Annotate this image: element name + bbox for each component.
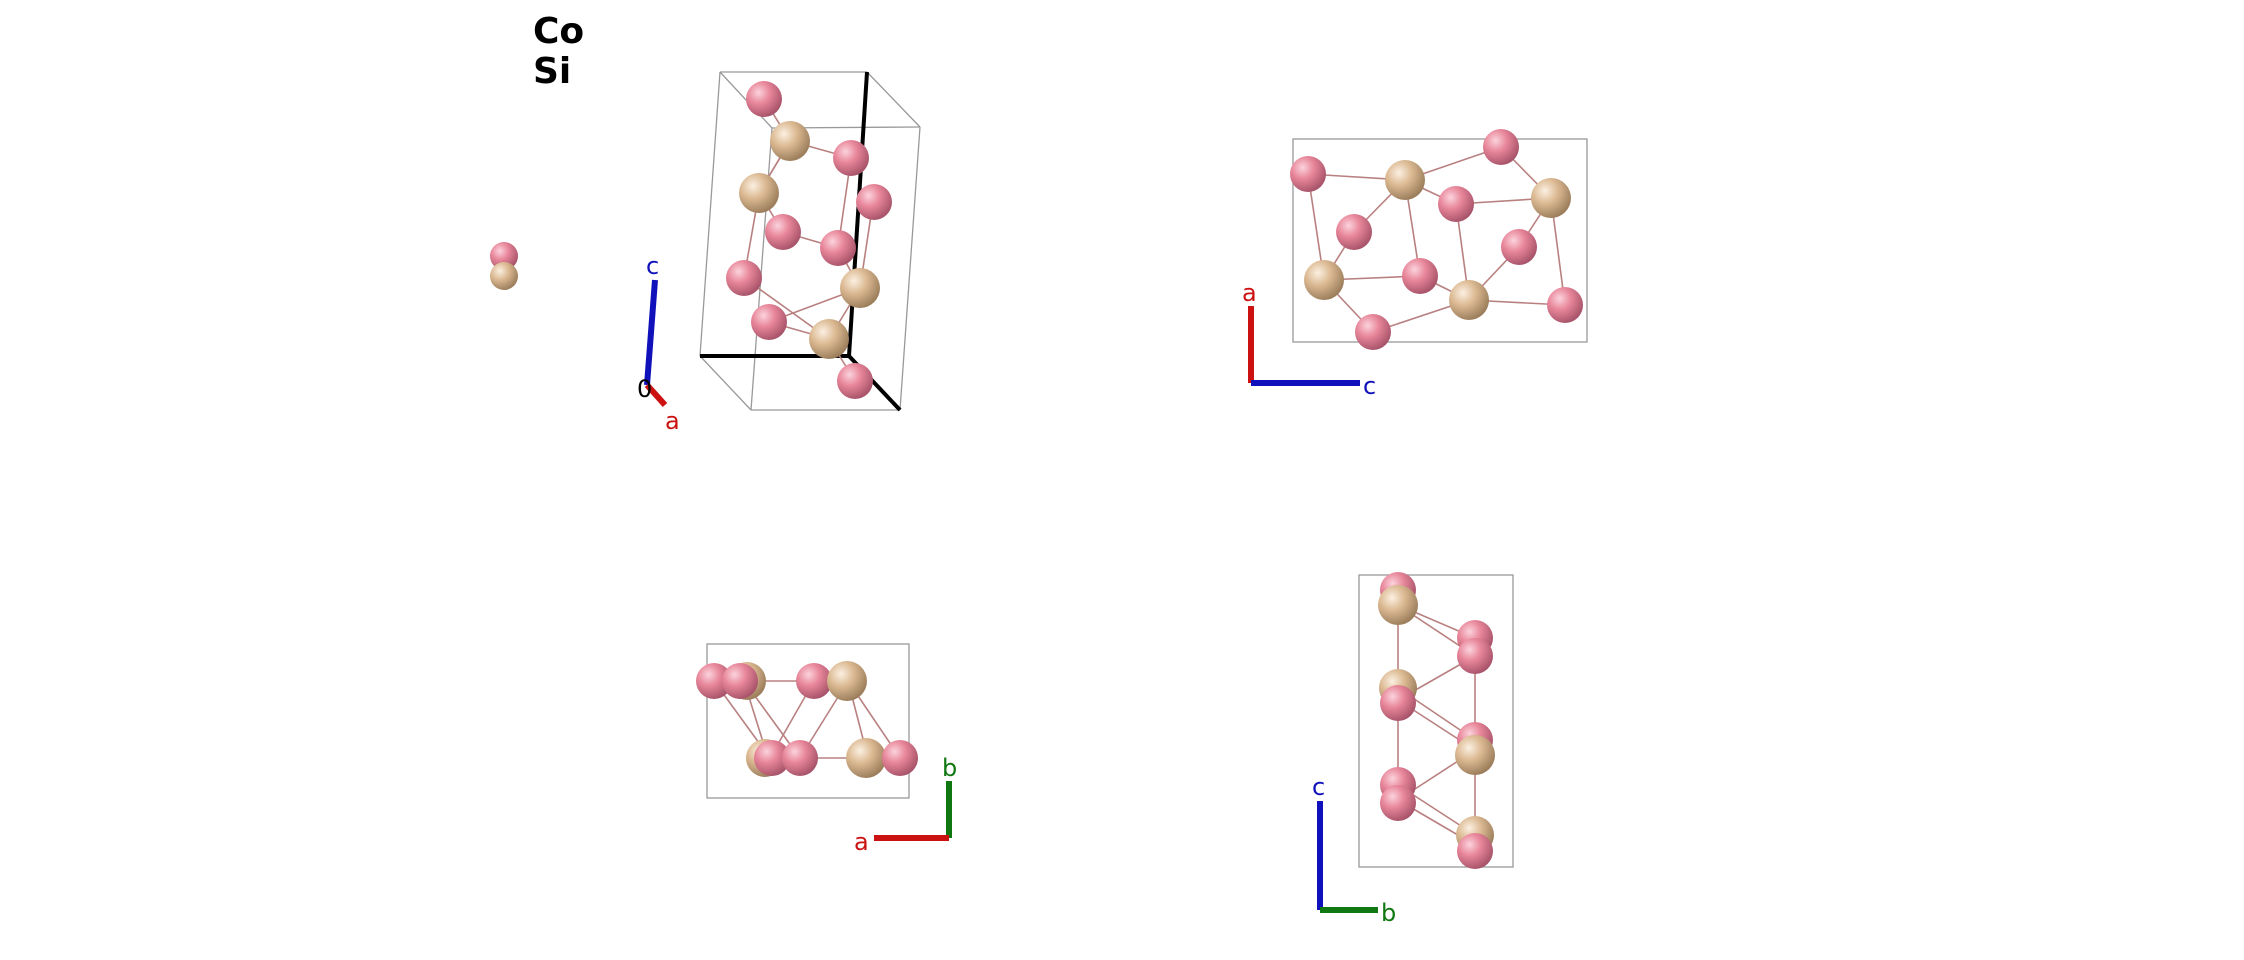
atom-co <box>754 740 790 776</box>
atom-co <box>882 740 918 776</box>
atom-si <box>1449 280 1489 320</box>
atom-si <box>1531 178 1571 218</box>
legend-swatch-si <box>490 262 518 290</box>
view-along-a: c b <box>1312 572 1514 927</box>
atoms <box>696 661 918 778</box>
legend-label-co: Co <box>533 11 584 52</box>
axis-c-line <box>644 279 658 386</box>
axis-a-label: a <box>665 407 680 435</box>
axis-a-label: a <box>1242 279 1257 307</box>
atom-co <box>1457 638 1493 674</box>
element-legend: Co Si <box>490 11 584 290</box>
unit-cell-outline <box>1358 574 1514 868</box>
atom-co <box>1501 229 1537 265</box>
axis-b-label: b <box>942 754 957 782</box>
axis-a-label: a <box>854 828 869 856</box>
axis-c-label: c <box>1363 372 1376 400</box>
unit-cell-outline <box>699 71 921 412</box>
atom-co <box>765 214 801 250</box>
atom-si <box>739 173 779 213</box>
atom-si <box>1304 260 1344 300</box>
legend-swatch-co <box>490 242 518 270</box>
atom-co <box>782 740 818 776</box>
axis-c-label: c <box>1312 773 1325 801</box>
atom-si <box>809 319 849 359</box>
axis-b-label: b <box>1381 899 1396 927</box>
atom-co <box>820 230 856 266</box>
perspective-view: c a 0 <box>637 71 921 435</box>
atom-co <box>1457 833 1493 869</box>
atom-co <box>1380 685 1416 721</box>
atom-si <box>827 661 867 701</box>
atom-co <box>1547 287 1583 323</box>
atom-si <box>1378 585 1418 625</box>
atom-co <box>726 260 762 296</box>
atom-co <box>696 663 732 699</box>
unit-cell-outline <box>706 643 910 799</box>
axis-triad: c a 0 <box>637 252 680 435</box>
axis-triad: a c <box>1242 279 1376 400</box>
atom-co <box>1336 214 1372 250</box>
atom-si <box>770 121 810 161</box>
atom-co <box>751 304 787 340</box>
atom-si <box>1385 160 1425 200</box>
atom-si <box>1455 735 1495 775</box>
atom-co <box>746 81 782 117</box>
axis-triad: b a <box>854 754 957 856</box>
atom-co <box>1483 129 1519 165</box>
atoms <box>726 81 892 399</box>
atom-co <box>1402 258 1438 294</box>
atoms <box>1378 572 1495 869</box>
atom-co <box>837 363 873 399</box>
atom-co <box>1438 186 1474 222</box>
atom-si <box>846 738 886 778</box>
axis-c-label: c <box>646 252 659 280</box>
axis-origin-label: 0 <box>637 375 652 403</box>
atom-co <box>722 663 758 699</box>
axis-a-line <box>644 382 668 408</box>
atoms <box>1290 129 1583 350</box>
legend-label-si: Si <box>533 51 571 92</box>
axis-triad: c b <box>1312 773 1396 927</box>
atom-si <box>840 268 880 308</box>
atom-co <box>856 184 892 220</box>
atom-co <box>1355 314 1391 350</box>
view-along-c: b a <box>696 643 957 856</box>
unit-cell-outline <box>1292 138 1588 343</box>
atom-co <box>1380 785 1416 821</box>
atom-co <box>1290 156 1326 192</box>
atom-co <box>796 663 832 699</box>
view-along-b: a c <box>1242 129 1588 400</box>
atom-co <box>833 140 869 176</box>
